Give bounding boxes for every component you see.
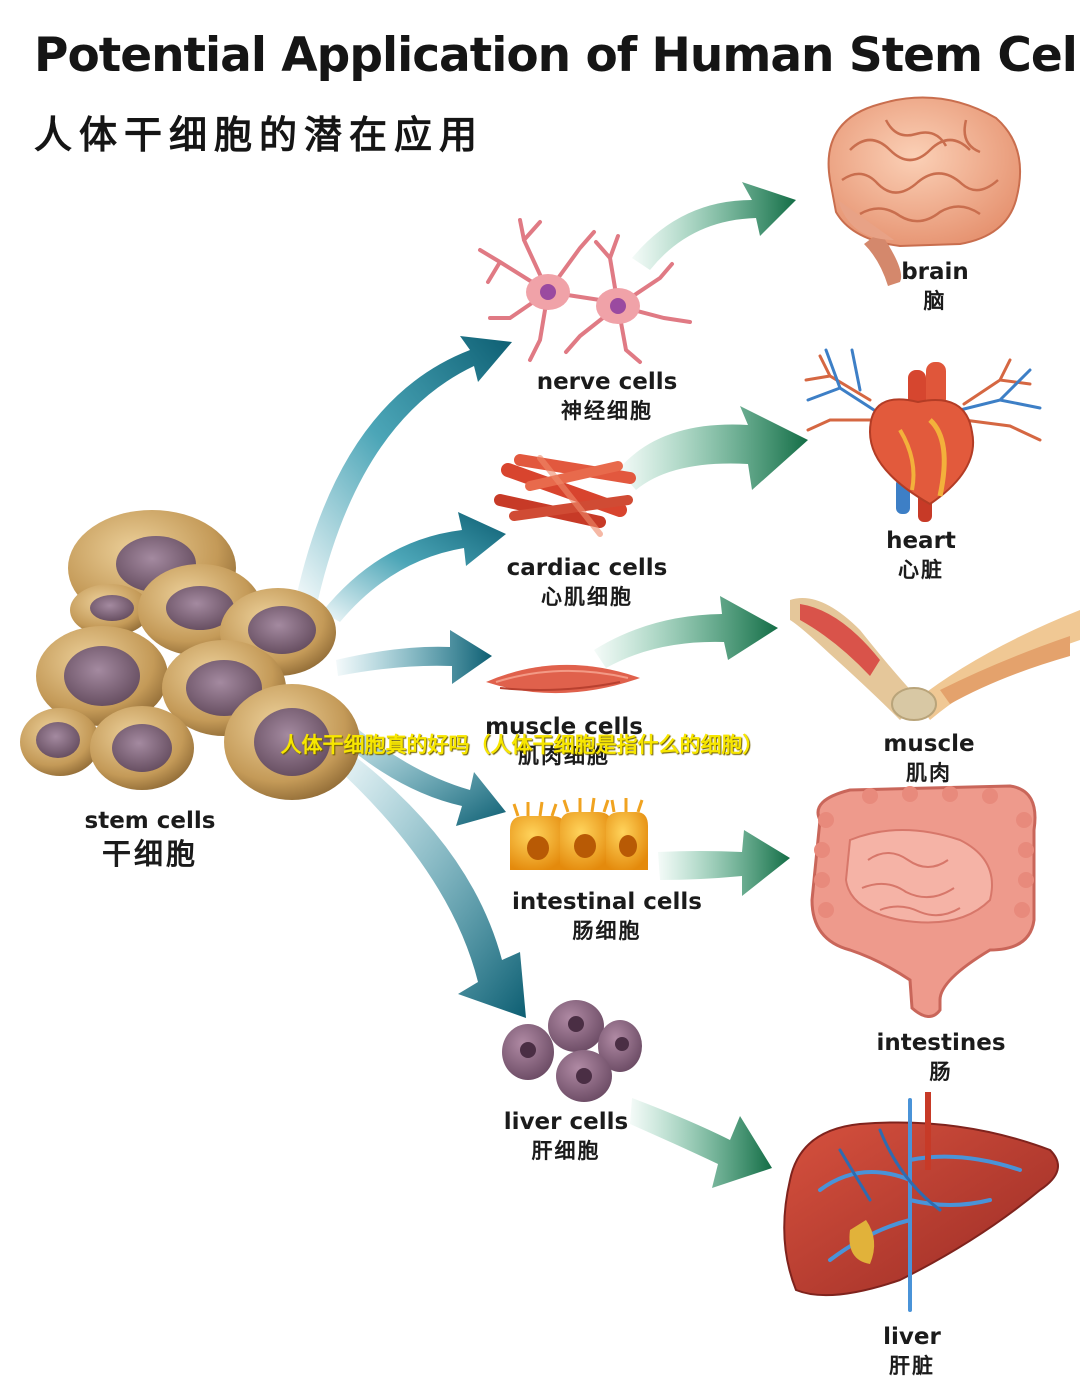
label-liver-cells-chinese: 肝细胞 [531, 1139, 601, 1163]
label-muscle: muscle 肌肉 [883, 729, 974, 787]
cardiac-cells-illustration [494, 454, 636, 537]
label-liver-cells: liver cells 肝细胞 [504, 1107, 628, 1165]
arrow-to-nerve-cells [296, 336, 512, 600]
intestinal-cells-illustration [510, 797, 648, 870]
label-cardiac-cells-english: cardiac cells [506, 555, 668, 581]
label-intestines: intestines 肠 [876, 1028, 1005, 1086]
intestines-illustration [810, 784, 1037, 1018]
stem-cell-cluster-illustration [20, 510, 360, 800]
liver-illustration [783, 1092, 1059, 1312]
label-brain: brain 脑 [901, 257, 969, 315]
label-stem-cells-english: stem cells [84, 808, 216, 834]
label-brain-chinese: 脑 [923, 289, 947, 313]
overlay-caption: 人体干细胞真的好吗（人体干细胞是指什么的细胞） [280, 733, 764, 757]
label-heart-chinese: 心脏 [898, 558, 944, 582]
label-muscle-english: muscle [883, 731, 975, 757]
label-brain-english: brain [901, 259, 969, 285]
muscle-illustration [790, 598, 1080, 721]
arrow-to-heart [618, 406, 808, 490]
label-muscle-cells-english: muscle cells [485, 714, 643, 740]
label-liver-cells-english: liver cells [503, 1109, 629, 1135]
label-stem-cells-chinese: 干细胞 [101, 837, 199, 871]
label-nerve-cells-english: nerve cells [536, 369, 678, 395]
heart-illustration [804, 348, 1042, 522]
label-liver: liver 肝脏 [883, 1322, 941, 1380]
title-chinese: 人体干细胞的潜在应用 [34, 113, 485, 157]
label-cardiac-cells: cardiac cells 心肌细胞 [507, 553, 668, 611]
label-intestines-chinese: 肠 [929, 1060, 953, 1084]
arrow-to-muscle [594, 596, 778, 668]
arrow-to-liver [630, 1098, 772, 1188]
label-intestinal-cells-chinese: 肠细胞 [572, 919, 642, 943]
label-intestinal-cells-english: intestinal cells [512, 889, 702, 915]
label-heart-english: heart [886, 528, 956, 554]
arrow-to-intestinal-cells [320, 705, 506, 826]
nerve-cell-bodies [526, 274, 640, 324]
arrow-to-cardiac-cells [322, 512, 506, 622]
label-intestinal-cells: intestinal cells 肠细胞 [512, 887, 702, 945]
label-nerve-cells: nerve cells 神经细胞 [537, 367, 678, 425]
liver-cells-illustration [502, 1000, 642, 1102]
brain-illustration [827, 96, 1022, 286]
label-nerve-cells-chinese: 神经细胞 [560, 399, 653, 423]
arrow-to-liver-cells [328, 745, 526, 1018]
arrow-to-brain [632, 182, 796, 270]
label-intestines-english: intestines [876, 1030, 1006, 1056]
title-english: Potential Application of Human Stem Cell… [34, 28, 1080, 83]
label-cardiac-cells-chinese: 心肌细胞 [540, 585, 633, 609]
label-liver-english: liver [883, 1324, 941, 1350]
label-muscle-cells: muscle cells 肌肉细胞 [485, 712, 643, 770]
label-liver-chinese: 肝脏 [888, 1354, 935, 1378]
label-muscle-chinese: 肌肉 [906, 761, 952, 785]
arrow-to-intestines [658, 830, 790, 896]
label-stem-cells: stem cells 干细胞 [85, 806, 216, 872]
label-heart: heart 心脏 [886, 526, 956, 584]
arrow-to-muscle-cells [336, 630, 492, 684]
muscle-cells-illustration [486, 664, 640, 694]
label-muscle-cells-chinese: 肌肉细胞 [517, 744, 610, 768]
